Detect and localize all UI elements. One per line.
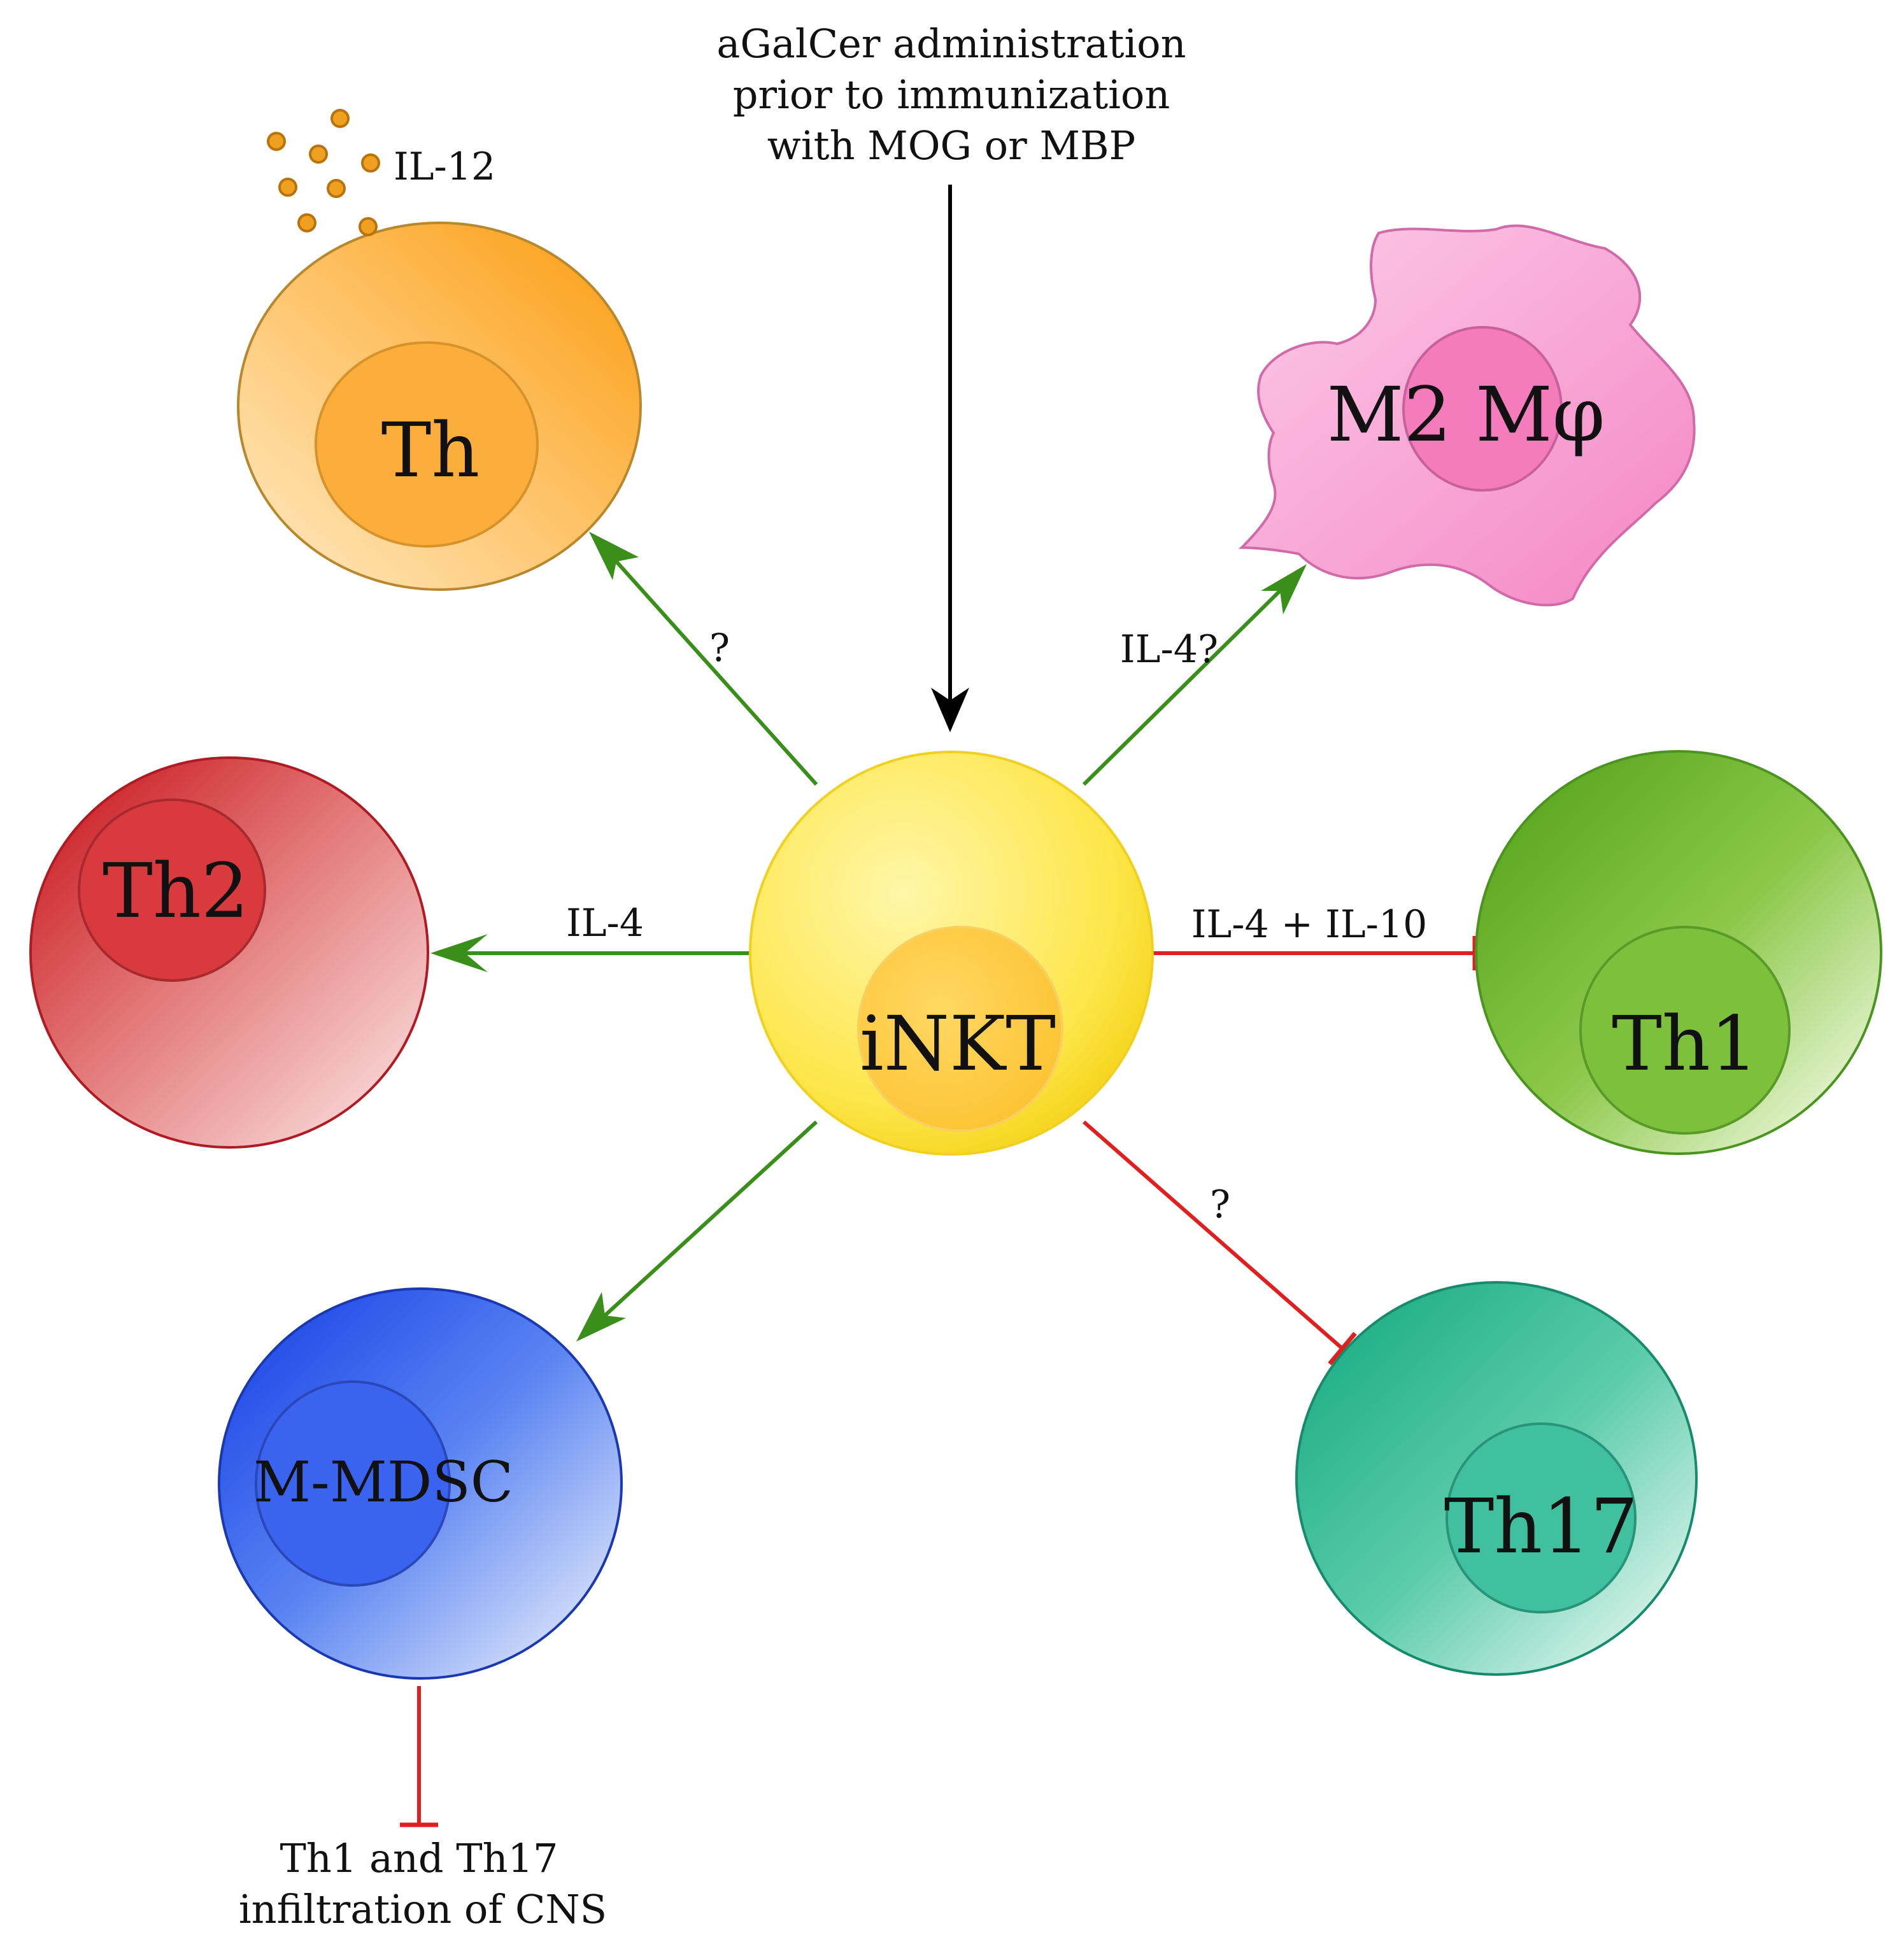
th2-cell: Th2 — [29, 756, 429, 1149]
label-arrow-th: ? — [709, 626, 730, 670]
il12-particle — [267, 132, 286, 151]
il12-particle — [359, 217, 378, 236]
bottom-note: Th1 and Th17 infiltration of CNS — [239, 1835, 607, 1932]
m2-nucleus — [1402, 326, 1563, 492]
bottom-note-line-2: infiltration of CNS — [239, 1886, 607, 1932]
th-nucleus — [315, 341, 539, 548]
top-note: aGalCer administration prior to immuniza… — [716, 20, 1186, 169]
th17-label: Th17 — [1444, 1482, 1638, 1570]
arrow-inkt-mdsc-head — [576, 1292, 626, 1342]
il12-particles — [267, 109, 380, 236]
arrow-inkt-th — [615, 560, 818, 786]
il12-particle — [309, 145, 328, 164]
stimulus-arrow-head — [931, 688, 969, 732]
top-note-line-3: with MOG or MBP — [767, 122, 1135, 169]
mdsc-nucleus — [255, 1380, 451, 1587]
top-note-line-1: aGalCer administration — [716, 20, 1186, 67]
bottom-note-line-1: Th1 and Th17 — [280, 1835, 558, 1882]
th1-cell: Th1 — [1475, 750, 1882, 1155]
top-note-line-2: prior to immunization — [733, 71, 1170, 118]
il12-label: IL-12 — [394, 145, 495, 189]
inkt-nucleus — [857, 926, 1063, 1132]
arrow-inkt-m2 — [1082, 589, 1282, 786]
th2-label: Th2 — [103, 847, 249, 935]
il12-particle — [278, 178, 297, 197]
il12-particle — [361, 153, 380, 173]
inkt-label: iNKT — [860, 1000, 1056, 1088]
m2-macrophage: M2 Mφ — [1239, 224, 1696, 607]
arrow-inkt-m2-head — [1261, 564, 1307, 614]
th-cell: Th — [237, 222, 642, 591]
inhibit-inkt-th17-bar — [1328, 1331, 1357, 1366]
inkt-cell: iNKT — [749, 751, 1154, 1156]
il12-particle — [297, 213, 316, 232]
arrow-inkt-th2-head — [430, 934, 488, 972]
th-label: Th — [381, 406, 480, 494]
il12-particle — [330, 109, 350, 128]
arrow-inkt-mdsc — [603, 1120, 818, 1317]
arrow-inkt-th-head — [589, 532, 639, 580]
mdsc-cell: M-MDSC — [218, 1287, 623, 1680]
th17-nucleus — [1446, 1422, 1637, 1613]
mdsc-label: M-MDSC — [253, 1449, 513, 1515]
label-arrow-m2: IL-4? — [1120, 627, 1218, 672]
connectors — [400, 185, 1477, 1827]
th1-nucleus — [1579, 926, 1791, 1135]
inhibit-inkt-th17 — [1083, 1120, 1344, 1350]
th17-cell: Th17 — [1295, 1281, 1698, 1676]
th2-nucleus — [78, 798, 266, 982]
label-arrow-th17: ? — [1210, 1182, 1230, 1227]
th1-label: Th1 — [1612, 1000, 1758, 1088]
m2-label: M2 Mφ — [1327, 371, 1605, 458]
il12-particle — [327, 179, 346, 198]
label-arrow-th2: IL-4 — [566, 901, 644, 946]
label-arrow-th1: IL-4 + IL-10 — [1191, 902, 1428, 947]
